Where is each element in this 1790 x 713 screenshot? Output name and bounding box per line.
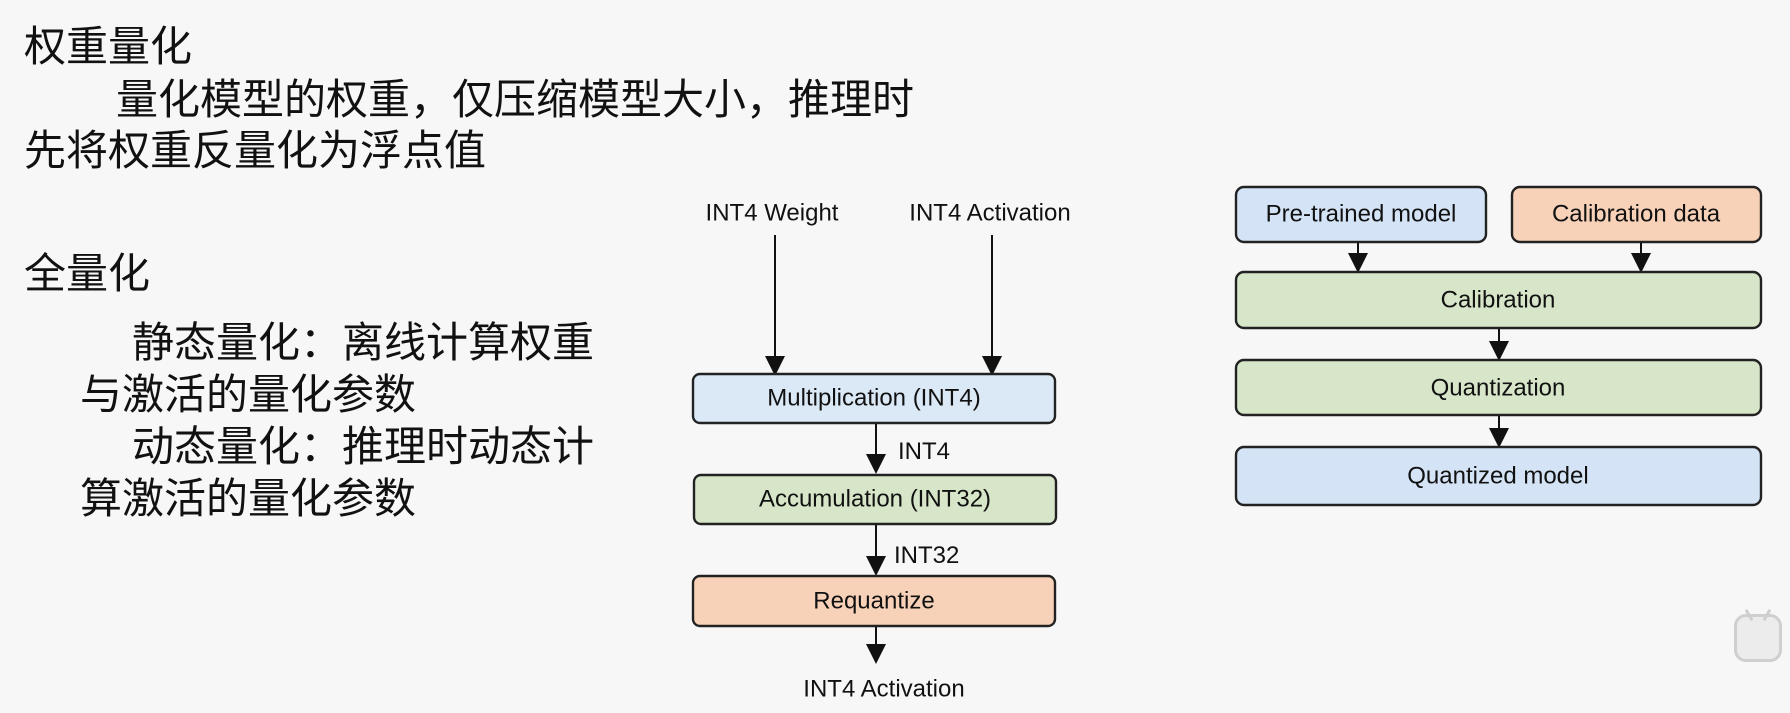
weight-quantization-desc-line1: 量化模型的权重，仅压缩模型大小，推理时 [116,75,915,124]
static-quantization-line2: 与激活的量化参数 [80,370,417,419]
quantized-model-box [1234,445,1763,507]
multiplication-box [691,372,1057,425]
quantization-label: Quantization [1431,374,1566,401]
dynamic-quantization-line1: 动态量化：推理时动态计 [132,422,595,471]
requantize-box [691,574,1057,628]
quantization-box [1234,358,1763,417]
quantized-model-label: Quantized model [1407,462,1588,489]
calibration-box [1234,270,1763,330]
edge-label-int4: INT4 [898,438,950,465]
dynamic-quantization-line2: 算激活的量化参数 [80,474,417,523]
input-activation-label: INT4 Activation [909,199,1070,226]
multiplication-label: Multiplication (INT4) [767,384,980,411]
calibration-data-box [1510,185,1763,244]
edge-label-int32: INT32 [894,542,959,569]
input-weight-label: INT4 Weight [706,199,839,226]
static-quantization-line1: 静态量化：离线计算权重 [132,318,595,367]
calibration-label: Calibration [1441,286,1556,313]
output-activation-label: INT4 Activation [803,675,964,702]
video-watermark-icon [1734,614,1782,662]
accumulation-label: Accumulation (INT32) [759,485,991,512]
weight-quantization-desc-line2: 先将权重反量化为浮点值 [24,126,487,175]
calibration-data-label: Calibration data [1552,200,1721,227]
pretrained-model-label: Pre-trained model [1266,200,1457,227]
accumulation-box [692,473,1058,526]
pretrained-model-box [1234,185,1488,244]
heading-full-quantization: 全量化 [24,249,151,298]
requantize-label: Requantize [813,587,934,614]
heading-weight-quantization: 权重量化 [24,22,193,71]
